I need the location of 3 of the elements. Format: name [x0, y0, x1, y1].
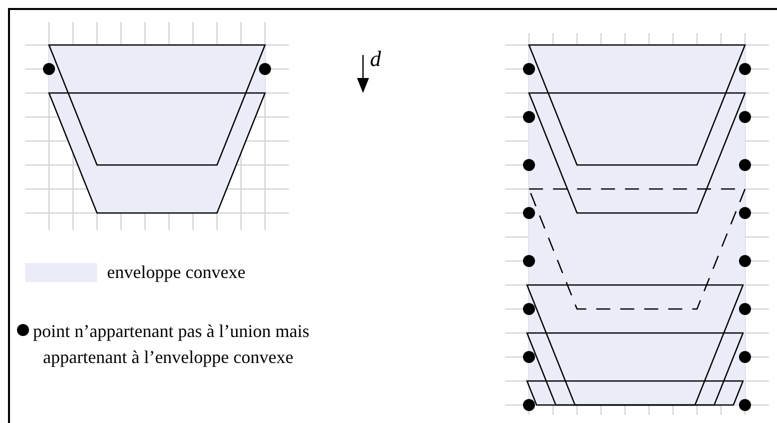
- direction-label: d: [370, 48, 381, 70]
- legend-text: enveloppe convexe: [107, 261, 246, 283]
- legend-text: point n’appartenant pas à l’union mais appartenant à l’enveloppe convexe: [33, 320, 310, 369]
